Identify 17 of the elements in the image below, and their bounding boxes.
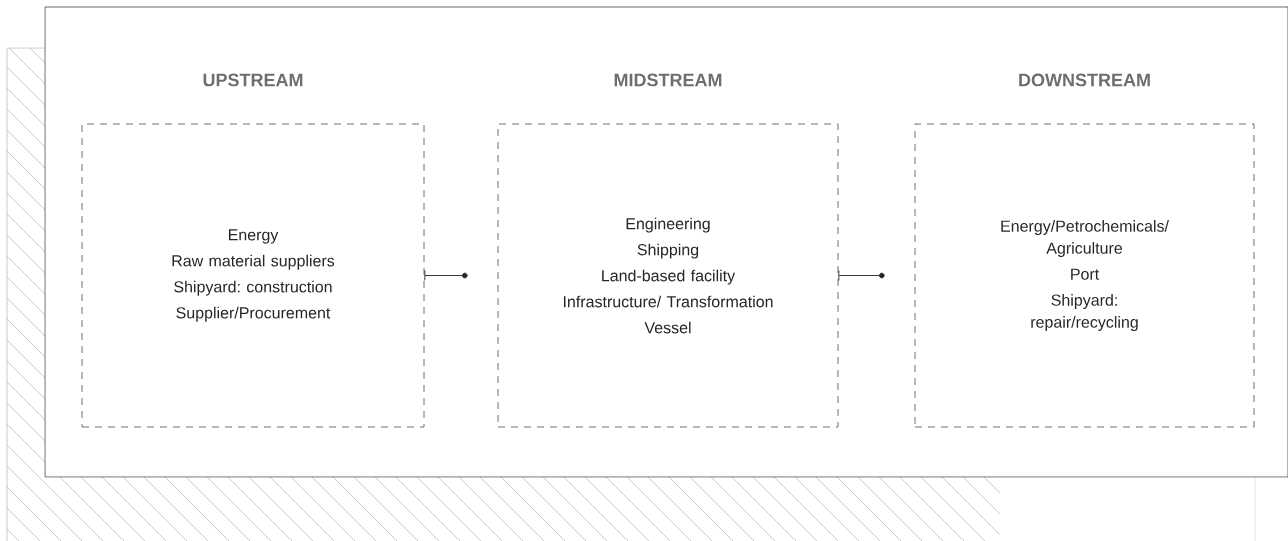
node-label: Land-based facility bbox=[602, 269, 736, 285]
connector bbox=[424, 270, 468, 281]
node-label: Supplier/Procurement bbox=[176, 306, 331, 322]
item-list: Energy/Petrochemicals/ Agriculture Port Shipyard: repair/recycling bbox=[1001, 220, 1169, 331]
item-list: Engineering Shipping Land-based facility Infrastructure/ Transformation Vessel bbox=[563, 217, 773, 334]
column-heading: DOWNSTREAM bbox=[1019, 73, 1150, 87]
column-heading: MIDSTREAM bbox=[614, 73, 722, 87]
node-label: Shipyard: construction bbox=[174, 280, 332, 296]
connector bbox=[838, 270, 885, 281]
node-label: Infrastructure/ Transformation bbox=[563, 295, 773, 308]
node-label: Engineering bbox=[626, 217, 710, 233]
node-label: Raw material suppliers bbox=[172, 254, 335, 270]
node-label: Vessel bbox=[644, 321, 691, 334]
node-label: Shipping bbox=[637, 243, 699, 259]
node-label: Energy bbox=[228, 229, 279, 244]
item-list: Energy Raw material suppliers Shipyard: construction Supplier/Procurement bbox=[172, 229, 335, 322]
column-heading: UPSTREAM bbox=[203, 73, 303, 87]
